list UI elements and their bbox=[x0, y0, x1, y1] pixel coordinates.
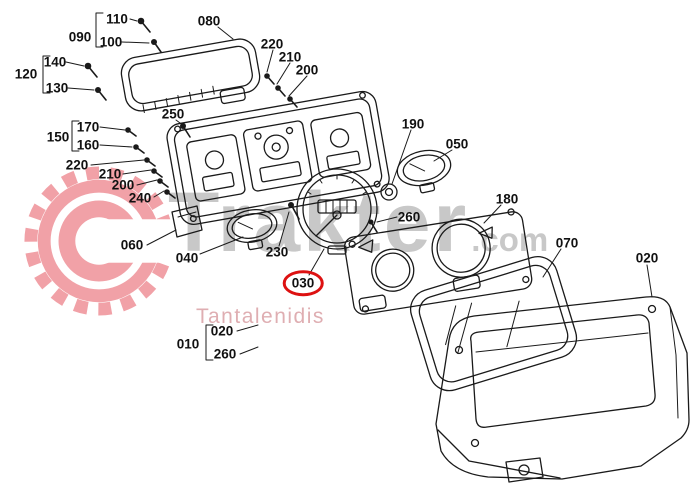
watermark-subtitle: Tantalenidis bbox=[196, 305, 325, 328]
part-label-140: 140 bbox=[43, 54, 67, 70]
part-top-cover bbox=[120, 38, 261, 114]
part-label-210: 210 bbox=[278, 49, 302, 65]
part-label-060: 060 bbox=[120, 237, 144, 253]
screw-230 bbox=[288, 202, 300, 220]
part-label-080: 080 bbox=[197, 13, 221, 29]
part-label-240: 240 bbox=[128, 190, 152, 206]
part-label-260: 260 bbox=[397, 209, 421, 225]
part-label-250: 250 bbox=[161, 106, 185, 122]
part-panel-face bbox=[343, 208, 533, 315]
part-small-gauge-right bbox=[396, 149, 452, 194]
part-label-130: 130 bbox=[45, 80, 69, 96]
part-front-bezel bbox=[435, 296, 690, 483]
part-label-150: 150 bbox=[46, 129, 70, 145]
part-speedometer bbox=[296, 168, 378, 255]
part-label-200: 200 bbox=[111, 177, 135, 193]
part-main-housing bbox=[166, 90, 390, 226]
part-label-040: 040 bbox=[175, 250, 199, 266]
part-label-010: 010 bbox=[176, 336, 200, 352]
part-label-210: 210 bbox=[98, 166, 122, 182]
part-indicator-bulb bbox=[380, 183, 398, 201]
part-label-220: 220 bbox=[260, 36, 284, 52]
screw-260 bbox=[368, 219, 378, 233]
part-label-180: 180 bbox=[495, 191, 519, 207]
part-gasket bbox=[409, 255, 578, 392]
part-label-230: 230 bbox=[265, 244, 289, 260]
watermark-brand: Trakter bbox=[168, 175, 470, 269]
part-label-220: 220 bbox=[65, 157, 89, 173]
part-label-100: 100 bbox=[99, 34, 123, 50]
part-label-090: 090 bbox=[68, 29, 92, 45]
label-brackets bbox=[42, 12, 214, 361]
screw-fasteners bbox=[84, 17, 298, 199]
part-label-020: 020 bbox=[635, 250, 659, 266]
part-label-030-highlighted: 030 bbox=[282, 270, 324, 296]
part-label-120: 120 bbox=[14, 66, 38, 82]
leader-lines bbox=[65, 18, 653, 355]
part-label-050: 050 bbox=[445, 136, 469, 152]
part-small-gauge-left bbox=[226, 209, 278, 251]
part-label-110: 110 bbox=[106, 11, 128, 27]
part-label-160: 160 bbox=[76, 137, 100, 153]
part-label-070: 070 bbox=[555, 235, 579, 251]
part-label-200: 200 bbox=[295, 62, 319, 78]
brand-gear-logo bbox=[24, 166, 178, 316]
part-label-260: 260 bbox=[213, 346, 237, 362]
part-mounting-bracket bbox=[171, 205, 203, 238]
part-label-190: 190 bbox=[401, 116, 425, 132]
part-label-170: 170 bbox=[76, 119, 100, 135]
part-label-020: 020 bbox=[210, 323, 234, 339]
